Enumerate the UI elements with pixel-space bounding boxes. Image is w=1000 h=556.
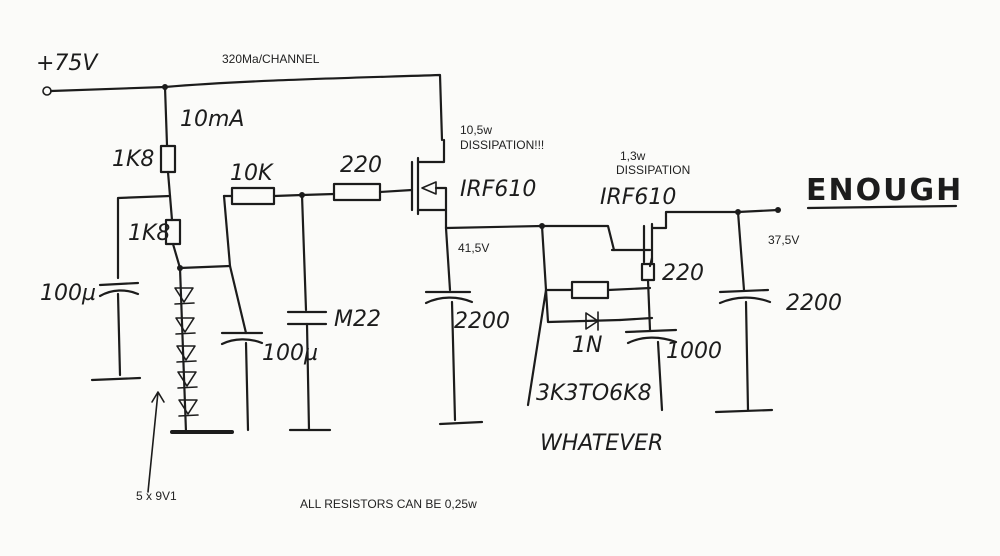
drain-feed-wire: [163, 73, 444, 142]
second-stage: [526, 210, 740, 412]
c1-feed-wire: [116, 194, 172, 280]
label-10k: 10K: [230, 161, 274, 186]
label-r-adjust-note: WHATEVER: [540, 431, 663, 456]
label-voltage1: 41,5V: [458, 241, 489, 255]
label-r2: 1K8: [128, 221, 170, 246]
resistor-r1: [159, 144, 177, 174]
label-c6: 1000: [666, 339, 722, 364]
label-diode: 1N: [572, 333, 602, 358]
resistor-adjust: [570, 280, 610, 300]
output-stage: [714, 207, 781, 414]
resistor-10k: [230, 186, 276, 206]
resistor-220-source: [640, 262, 656, 282]
zener-string: [147, 266, 234, 493]
mosfet-q1: [410, 138, 448, 230]
diode-1n: [585, 311, 599, 331]
input-resistor-chain: [116, 85, 183, 280]
label-supply: +75V: [36, 51, 99, 76]
label-voltage2: 37,5V: [768, 233, 799, 247]
capacitor-c2: [220, 264, 264, 432]
label-dissipation2-line2: DISSIPATION: [616, 163, 690, 177]
first-stage-output: [424, 223, 545, 426]
label-footnote: ALL RESISTORS CAN BE 0,25w: [300, 497, 477, 511]
label-dissipation1-line1: 10,5w: [460, 123, 492, 137]
supply-wire: [49, 85, 167, 93]
label-r-adjust: 3K3TO6K8: [536, 381, 652, 406]
enough-underline: [806, 204, 958, 210]
capacitor-c3: [286, 193, 332, 432]
label-r1: 1K8: [112, 147, 154, 172]
label-c5: 2200: [786, 291, 842, 316]
label-dissipation1-line2: DISSIPATION!!!: [460, 138, 544, 152]
label-zener-current: 10mA: [180, 107, 244, 132]
capacitor-c1: [90, 281, 142, 382]
resistor-220-gate: [332, 182, 382, 202]
zener-string-arrow: [147, 391, 165, 493]
label-mosfet1: IRF610: [460, 177, 536, 202]
label-c3: M22: [334, 307, 381, 332]
label-c4: 2200: [454, 309, 510, 334]
label-current-per-channel: 320Ma/CHANNEL: [222, 52, 320, 66]
gate-divider: [178, 182, 414, 270]
label-mosfet2: IRF610: [600, 185, 676, 210]
supply-terminal: [42, 86, 52, 96]
label-zener-string: 5 x 9V1: [136, 489, 177, 503]
label-c2: 100µ: [262, 341, 318, 366]
label-220-source: 220: [662, 261, 704, 286]
label-enough: ENOUGH: [806, 173, 963, 208]
label-dissipation2-line1: 1,3w: [620, 149, 646, 163]
label-220-gate: 220: [340, 153, 382, 178]
label-c1: 100µ: [40, 281, 96, 306]
